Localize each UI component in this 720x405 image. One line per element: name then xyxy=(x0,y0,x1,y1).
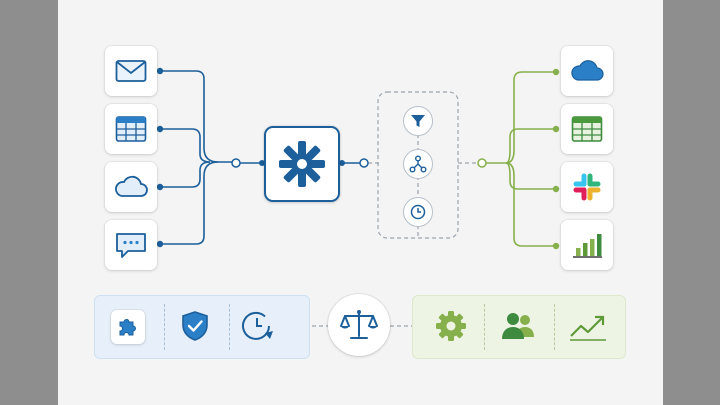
destination-card-sheets[interactable] xyxy=(561,104,613,154)
divider xyxy=(484,304,485,350)
divider xyxy=(554,304,555,350)
puzzle-card[interactable] xyxy=(111,310,145,344)
puzzle-piece-icon xyxy=(119,319,136,336)
source-card-chat[interactable] xyxy=(105,220,157,270)
pipeline-step-clock[interactable] xyxy=(403,197,433,227)
bar-chart-icon xyxy=(573,234,602,258)
connector-chart xyxy=(505,162,556,247)
cloud-filled-icon xyxy=(571,60,604,81)
gear-icon[interactable] xyxy=(435,310,467,342)
left-gutter xyxy=(0,0,58,405)
connector-slack xyxy=(505,162,556,190)
pipeline-step-filter[interactable] xyxy=(403,106,433,136)
clock-icon xyxy=(410,204,426,220)
chat-bubble-icon xyxy=(116,233,146,258)
asterisk-hub-icon xyxy=(279,141,325,187)
balance-scale-icon xyxy=(340,310,378,339)
hub-card[interactable] xyxy=(264,126,340,202)
cloud-outline-icon xyxy=(115,175,148,197)
connector-chat xyxy=(160,161,219,245)
junction-hub xyxy=(359,158,369,168)
branch-nodes-icon xyxy=(409,155,427,173)
source-card-table[interactable] xyxy=(105,104,157,154)
green-spreadsheet-icon xyxy=(571,116,603,142)
users-icon[interactable] xyxy=(500,311,536,341)
junction-left xyxy=(231,158,241,168)
connector-sheets xyxy=(505,128,556,164)
balance-badge[interactable] xyxy=(328,294,390,356)
destination-card-cloud[interactable] xyxy=(561,46,613,96)
clock-refresh-icon xyxy=(242,311,273,340)
pipeline-step-branch[interactable] xyxy=(403,149,433,179)
divider xyxy=(164,304,165,350)
filter-icon xyxy=(411,115,425,127)
pipeline-dashed-frame xyxy=(377,91,459,239)
spreadsheet-icon xyxy=(115,116,147,142)
trend-line-icon[interactable] xyxy=(568,312,608,342)
connector-cloud-filled xyxy=(505,71,556,164)
junction-right xyxy=(477,158,487,168)
divider xyxy=(229,304,230,350)
envelope-icon xyxy=(115,60,147,82)
shield-check-icon xyxy=(182,311,208,341)
destination-card-chart[interactable] xyxy=(561,220,613,270)
connector-table xyxy=(160,128,211,163)
source-card-cloud[interactable] xyxy=(105,162,157,212)
connector-cloud xyxy=(160,161,211,188)
connector-email xyxy=(160,70,236,163)
slack-icon xyxy=(573,173,601,201)
right-gutter xyxy=(663,0,720,405)
source-card-email[interactable] xyxy=(105,46,157,96)
destination-card-slack[interactable] xyxy=(561,162,613,212)
